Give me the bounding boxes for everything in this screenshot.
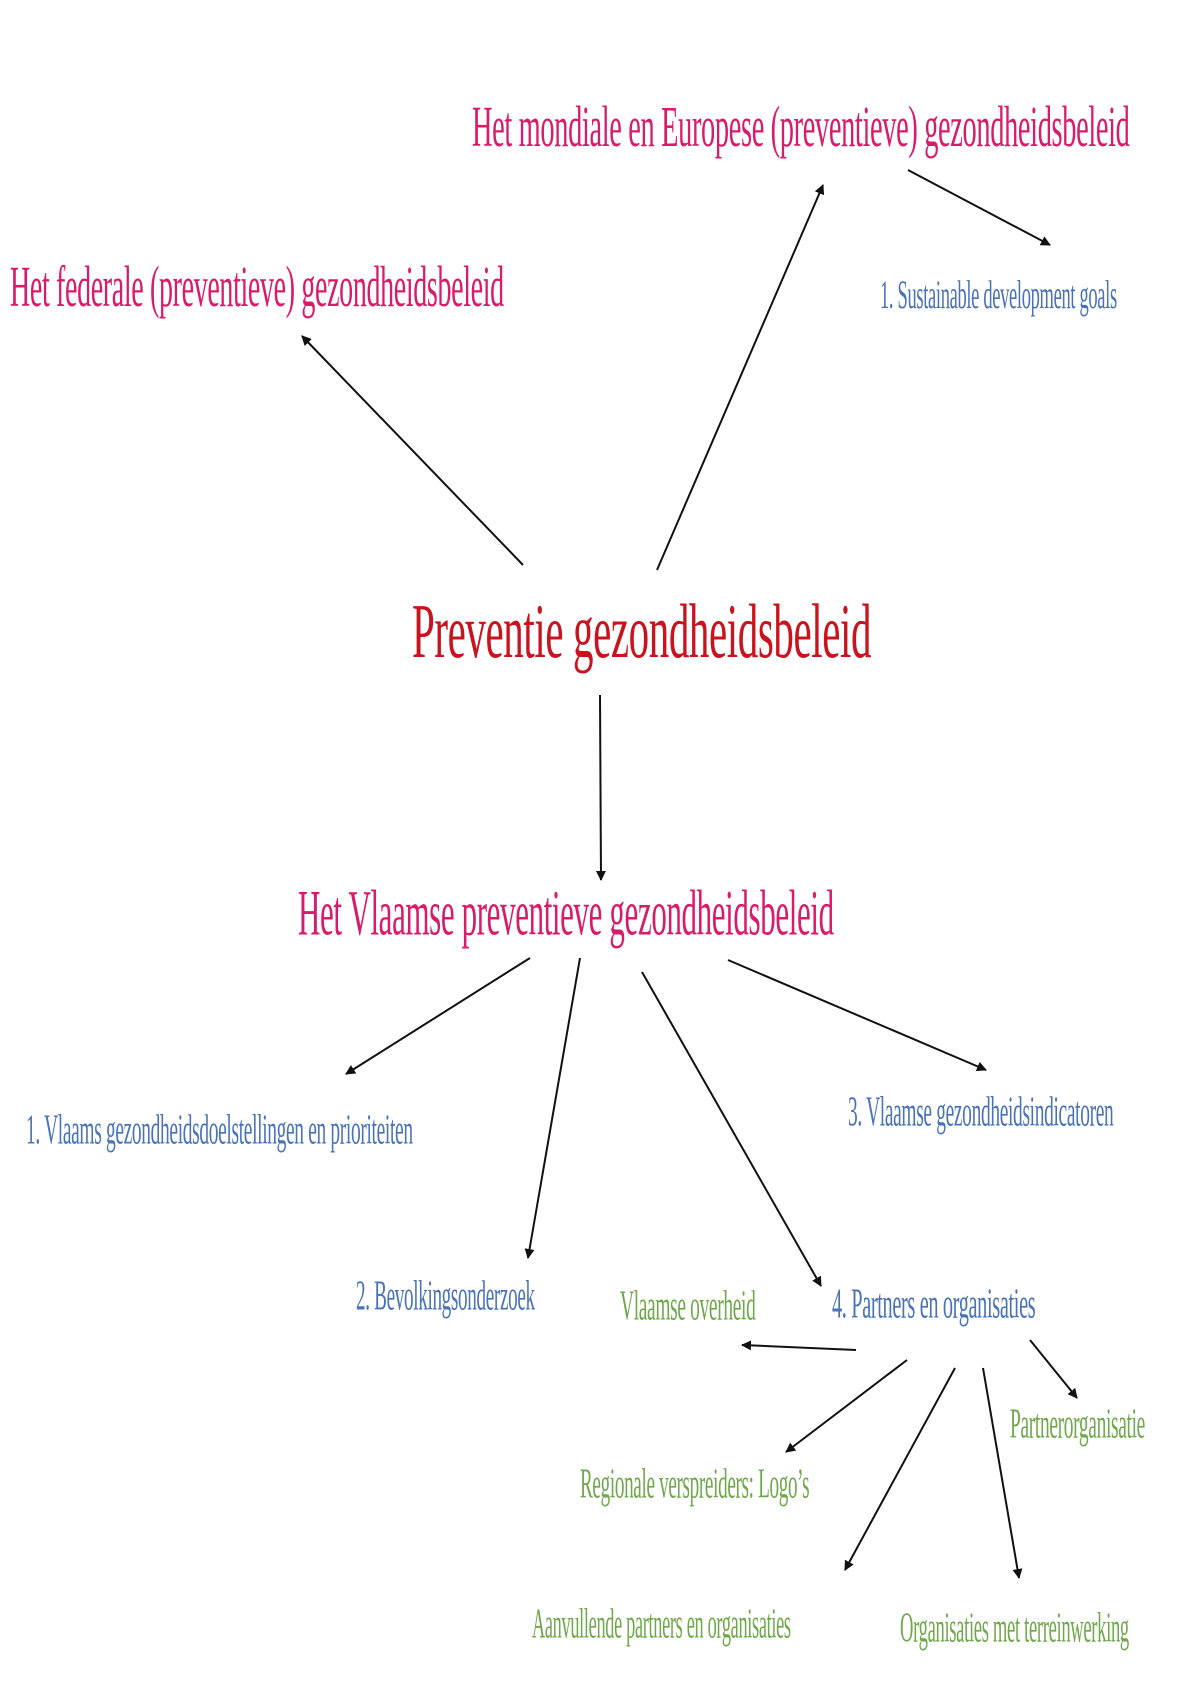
node-field-organisations: Organisaties met terreinwerking bbox=[900, 1605, 1129, 1652]
arrow-partners-to-field bbox=[982, 1367, 1023, 1579]
arrow-partners-to-government bbox=[741, 1340, 857, 1351]
node-root-prevention-policy: Preventie gezondheidsbeleid bbox=[412, 587, 872, 675]
node-additional-partners: Aanvullende partners en organisaties bbox=[532, 1601, 791, 1648]
node-partner-organisation: Partnerorganisatie bbox=[1010, 1401, 1145, 1448]
arrow-partners-to-additional bbox=[844, 1367, 956, 1571]
arrow-flemish-to-survey bbox=[524, 957, 581, 1259]
node-flemish-goals: 1. Vlaams gezondheidsdoelstellingen en p… bbox=[26, 1107, 413, 1154]
node-partners-organisations: 4. Partners en organisaties bbox=[832, 1281, 1036, 1328]
node-flemish-policy: Het Vlaamse preventieve gezondheidsbelei… bbox=[298, 879, 834, 950]
arrow-root-to-federal bbox=[301, 335, 524, 566]
node-sustainable-development-goals: 1. Sustainable development goals bbox=[880, 273, 1117, 319]
arrow-flemish-to-partners bbox=[641, 971, 822, 1287]
node-federal-policy: Het federale (preventieve) gezondheidsbe… bbox=[10, 253, 504, 319]
arrow-root-to-flemish bbox=[595, 694, 606, 881]
arrow-partners-to-regional bbox=[785, 1359, 908, 1453]
arrow-flemish-to-goals bbox=[345, 957, 531, 1075]
node-flemish-indicators: 3. Vlaamse gezondheidsindicatoren bbox=[848, 1089, 1114, 1136]
arrow-global-to-sdg bbox=[907, 169, 1051, 246]
node-global-policy: Het mondiale en Europese (preventieve) g… bbox=[472, 93, 1130, 159]
arrow-partners-to-partnerorg bbox=[1029, 1339, 1078, 1399]
node-population-survey: 2. Bevolkingsonderzoek bbox=[356, 1273, 535, 1320]
arrow-root-to-global bbox=[656, 184, 825, 571]
node-regional-distributors: Regionale verspreiders: Logo’s bbox=[580, 1461, 810, 1508]
arrow-flemish-to-indicators bbox=[727, 959, 987, 1072]
node-flemish-government: Vlaamse overheid bbox=[620, 1283, 756, 1330]
